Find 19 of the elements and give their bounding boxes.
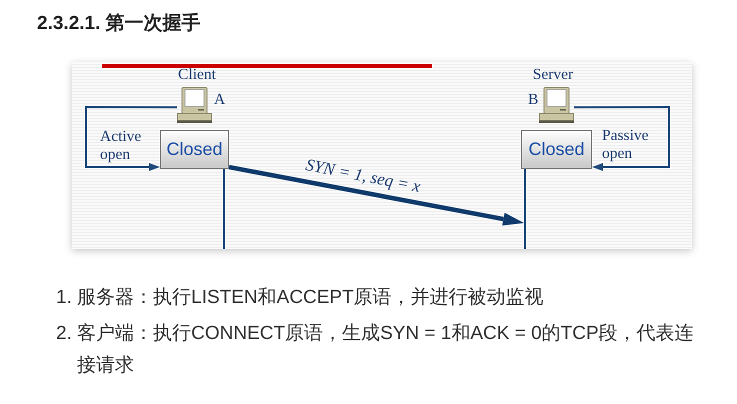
- edge-label: Passive open: [602, 127, 650, 163]
- arrow: [85, 106, 177, 171]
- edge-label: SYN = 1, seq = x: [304, 156, 422, 196]
- list-item: 1. 服务器：执行LISTEN和ACCEPT原语，并进行被动监视: [56, 286, 545, 310]
- state-box: Closed: [160, 130, 229, 169]
- arrow: [228, 164, 524, 226]
- host-label: Server: [532, 66, 574, 84]
- timeline: [223, 169, 225, 249]
- state-box: Closed: [521, 130, 592, 169]
- edge-label: Active open: [100, 128, 142, 164]
- letter-label: B: [528, 91, 538, 109]
- heading: 2.3.2.1. 第一次握手: [37, 13, 201, 35]
- timeline: [524, 169, 526, 249]
- computer-icon: [539, 87, 574, 123]
- letter-label: A: [214, 91, 226, 109]
- computer-icon: [177, 87, 212, 123]
- host-label: Client: [177, 66, 217, 84]
- list-item: 2. 客户端：执行CONNECT原语，生成SYN = 1和ACK = 0的TCP段，代表连接请求: [56, 322, 695, 378]
- arrow: [574, 106, 670, 171]
